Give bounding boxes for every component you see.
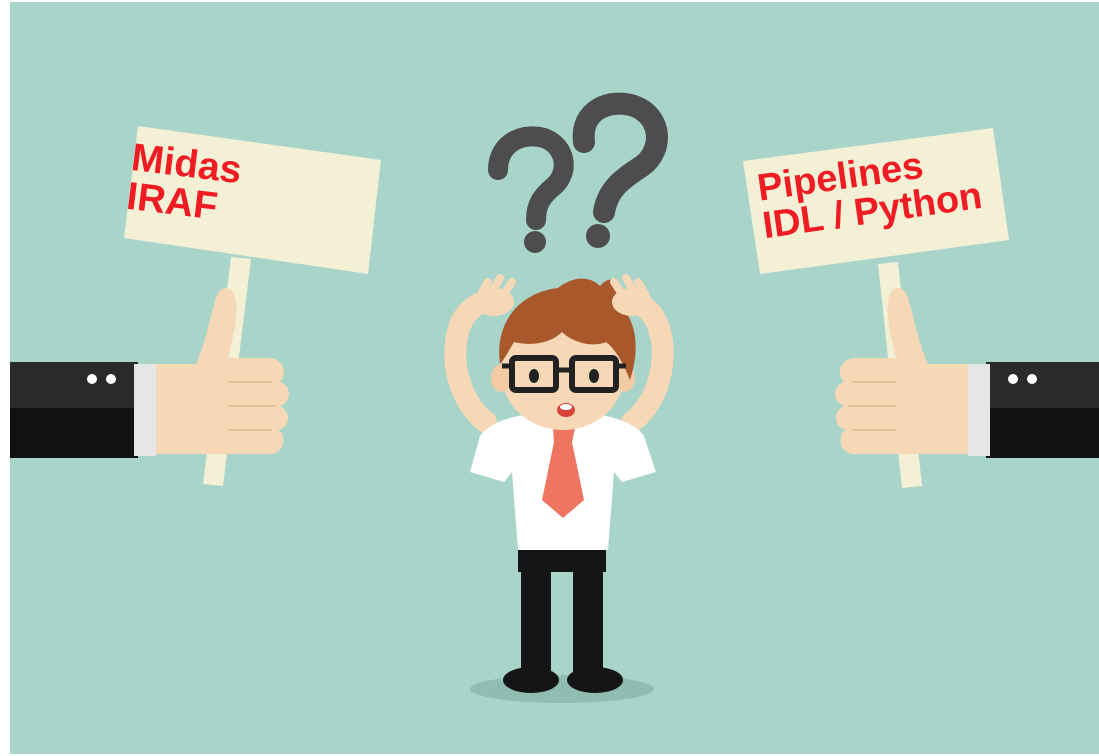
man-eye (529, 369, 539, 383)
thumbs-up-hand-icon (156, 287, 289, 454)
illustration-art (10, 92, 1099, 703)
man-right-hand (610, 274, 652, 316)
right-cuff-button (1008, 374, 1018, 384)
left-cuff (134, 364, 156, 456)
confused-man (444, 274, 674, 693)
man-eye (589, 369, 599, 383)
man-left-arm (444, 291, 499, 433)
man-left-hand (474, 274, 516, 316)
thumbs-up-hand-icon (835, 287, 968, 454)
man-right-shoe (567, 667, 623, 693)
right-arm (968, 362, 1099, 458)
man-tie (542, 428, 584, 518)
man-right-arm (619, 291, 674, 433)
right-sign-board (743, 128, 1009, 274)
man-left-shoe (503, 667, 559, 693)
glasses-icon (502, 355, 626, 393)
question-mark-icon (572, 92, 668, 248)
left-sign-text: Midas IRAF (124, 136, 244, 229)
left-sign-board (124, 126, 381, 274)
left-cuff-button (87, 374, 97, 384)
left-arm (10, 362, 156, 458)
left-cuff-button (106, 374, 116, 384)
illustration-scene: Midas IRAF Pipelines IDL / Python (10, 2, 1099, 754)
man-hair (499, 278, 636, 380)
right-cuff (968, 364, 990, 456)
question-mark-icon (488, 126, 574, 253)
ground-shadow (470, 675, 654, 703)
right-cuff-button (1027, 374, 1037, 384)
